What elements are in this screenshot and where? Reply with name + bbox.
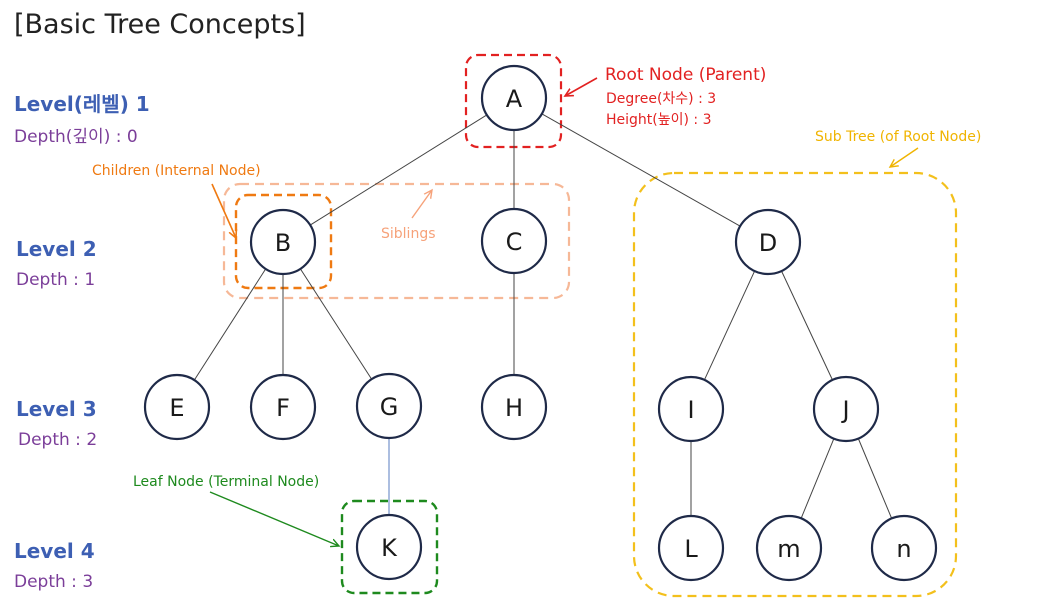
edge-a-b	[309, 114, 488, 226]
subtree-arrow	[890, 147, 919, 167]
depth-3-label: Depth : 3	[14, 572, 93, 592]
node-k-label: K	[381, 534, 398, 562]
node-a[interactable]: A	[480, 64, 548, 132]
node-d-label: D	[759, 229, 777, 257]
edge-b-e	[193, 268, 267, 381]
siblings-box	[222, 182, 571, 300]
edge-b-g	[299, 268, 373, 380]
node-c[interactable]: C	[480, 207, 548, 275]
siblings-arrow	[411, 190, 432, 219]
node-b-label: B	[275, 229, 291, 257]
edge-j-n	[857, 438, 893, 519]
edge-d-j	[781, 270, 833, 381]
node-j-label: J	[840, 396, 849, 424]
node-i-label: I	[687, 396, 694, 424]
node-e[interactable]: E	[143, 373, 211, 441]
node-j-circle	[812, 375, 880, 443]
node-m-label: m	[777, 535, 800, 563]
node-b[interactable]: B	[249, 208, 317, 276]
node-g-label: G	[380, 393, 399, 421]
node-f-circle	[249, 373, 317, 441]
node-g[interactable]: G	[355, 372, 423, 440]
depth-1-label: Depth : 1	[16, 270, 95, 290]
node-e-label: E	[169, 394, 184, 422]
node-c-label: C	[506, 228, 523, 256]
node-d[interactable]: D	[734, 208, 802, 276]
node-e-circle	[143, 373, 211, 441]
root-arrow	[565, 77, 598, 96]
node-m-circle	[755, 514, 823, 582]
node-f[interactable]: F	[249, 373, 317, 441]
node-g-circle	[355, 372, 423, 440]
node-i[interactable]: I	[657, 375, 725, 443]
level-4-label: Level 4	[14, 539, 95, 563]
node-a-label: A	[506, 85, 523, 113]
node-k[interactable]: K	[355, 513, 423, 581]
level-2-label: Level 2	[16, 237, 97, 261]
node-n[interactable]: n	[870, 514, 938, 582]
subtree-box	[632, 171, 958, 598]
node-c-circle	[480, 207, 548, 275]
node-i-circle	[657, 375, 725, 443]
leaf-arrow	[209, 491, 339, 546]
node-h-circle	[480, 373, 548, 441]
node-h-label: H	[505, 394, 523, 422]
node-h[interactable]: H	[480, 373, 548, 441]
subtree-annotation: Sub Tree (of Root Node)	[815, 129, 981, 145]
node-a-circle	[480, 64, 548, 132]
node-k-circle	[355, 513, 423, 581]
node-d-circle	[734, 208, 802, 276]
page-title: [Basic Tree Concepts]	[14, 9, 306, 40]
node-f-label: F	[276, 394, 290, 422]
node-b-circle	[249, 208, 317, 276]
edge-d-i	[703, 270, 756, 381]
root-degree-annotation: Degree(차수) : 3	[606, 91, 716, 107]
node-m[interactable]: m	[755, 514, 823, 582]
level-1-label: Level(레벨) 1	[14, 92, 150, 116]
node-n-label: n	[896, 535, 911, 563]
edges	[193, 113, 893, 519]
level-3-label: Level 3	[16, 397, 97, 421]
children-annotation: Children (Internal Node)	[92, 163, 261, 179]
children-arrow	[211, 183, 236, 238]
node-j[interactable]: J	[812, 375, 880, 443]
leaf-node-annotation: Leaf Node (Terminal Node)	[133, 474, 319, 490]
depth-2-label: Depth : 2	[18, 430, 97, 450]
edge-a-d	[541, 113, 741, 227]
node-l-label: L	[684, 535, 698, 563]
root-height-annotation: Height(높이) : 3	[606, 112, 712, 128]
siblings-annotation: Siblings	[381, 226, 436, 242]
node-l[interactable]: L	[657, 514, 725, 582]
node-l-circle	[657, 514, 725, 582]
leaf-node-box	[340, 499, 439, 595]
root-node-annotation: Root Node (Parent)	[605, 65, 766, 85]
depth-0-label: Depth(깊이) : 0	[14, 127, 138, 147]
edge-j-m	[800, 438, 835, 519]
node-n-circle	[870, 514, 938, 582]
